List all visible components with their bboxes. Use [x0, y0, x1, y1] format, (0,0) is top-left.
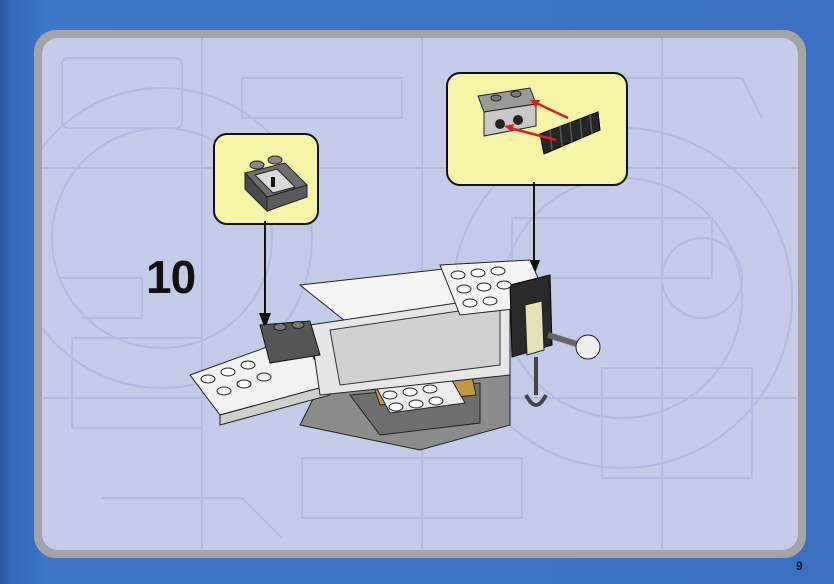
slope-brick-printed-control-panel-icon: [244, 155, 308, 213]
part-callout-slope-brick: [213, 133, 319, 225]
part-callout-bracket-wedge: [446, 72, 628, 186]
callout-1-arrow: [259, 221, 271, 329]
bracket-plate-and-black-wedge-icon: [477, 87, 601, 155]
book-spine: [0, 0, 14, 584]
step-number: 10: [146, 251, 196, 303]
lego-model-illustration: [189, 259, 601, 451]
page-number: 9: [796, 559, 803, 573]
instruction-panel: [42, 38, 798, 550]
